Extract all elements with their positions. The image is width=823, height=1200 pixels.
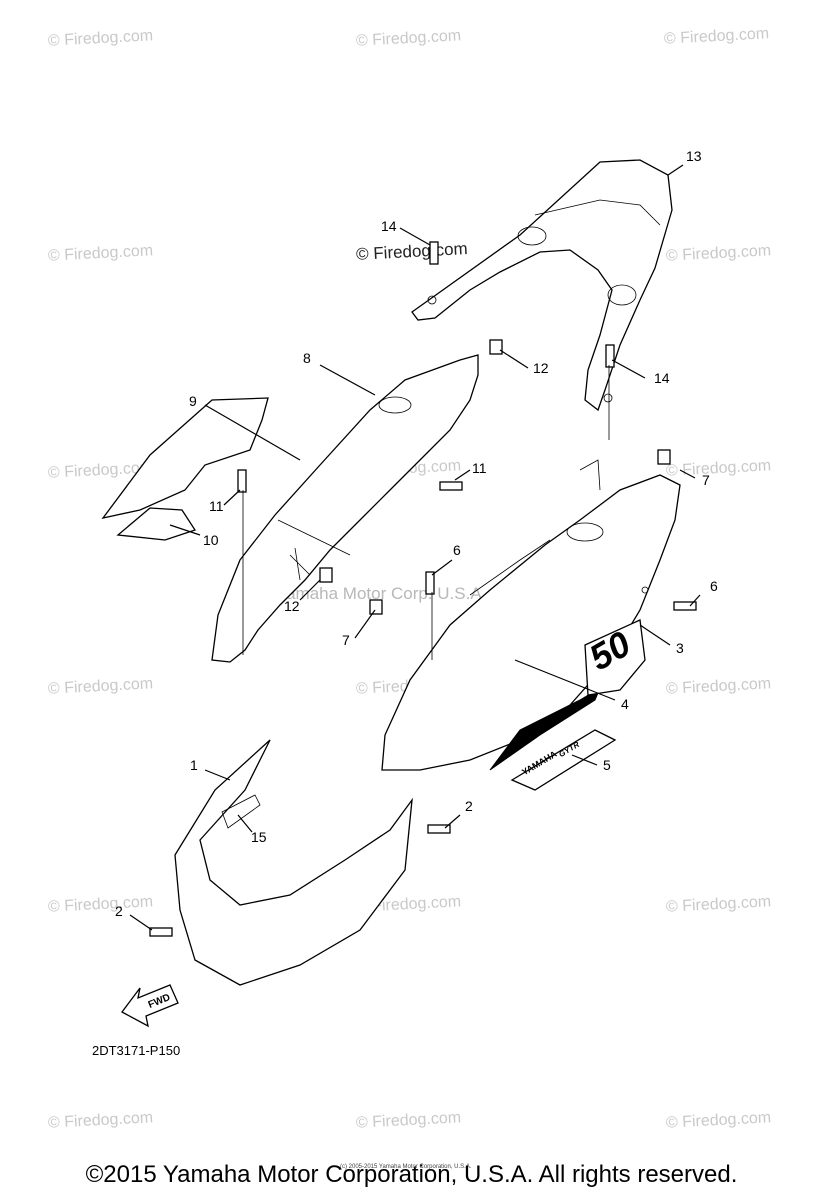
- callout-9: 9: [189, 393, 197, 409]
- callout-2: 2: [115, 903, 123, 919]
- callout-15: 15: [251, 829, 267, 845]
- callout-10: 10: [203, 532, 219, 548]
- side-cover-upper-part: [211, 354, 479, 663]
- callout-4: 4: [621, 696, 629, 712]
- callout-8: 8: [303, 350, 311, 366]
- diagram-code: 2DT3171-P150: [92, 1043, 181, 1058]
- callout-12: 12: [284, 598, 300, 614]
- callout-7: 7: [702, 472, 710, 488]
- copyright-footer: ©2015 Yamaha Motor Corporation, U.S.A. A…: [85, 1161, 738, 1188]
- callout-11: 11: [209, 498, 224, 514]
- callout-6: 6: [453, 542, 461, 558]
- bws-emblem-part: [489, 619, 646, 771]
- screw-icons: [149, 241, 697, 937]
- side-cover-main-part: [381, 459, 681, 771]
- callout-12: 12: [533, 360, 549, 376]
- gytr-badge-part: [510, 729, 617, 791]
- callout-7: 7: [342, 632, 350, 648]
- callout-2: 2: [465, 798, 473, 814]
- callout-13: 13: [686, 148, 702, 164]
- callout-6: 6: [710, 578, 718, 594]
- lower-cover-part: [174, 739, 413, 986]
- callout-14: 14: [654, 370, 670, 386]
- callout-5: 5: [603, 757, 611, 773]
- fwd-arrow-icon: [121, 984, 179, 1028]
- leader-lines: [129, 164, 701, 931]
- fine-print: (c) 2005-2015 Yamaha Motor Corporation, …: [340, 1164, 472, 1170]
- callout-11: 11: [472, 460, 487, 476]
- side-cover-part-10: [116, 507, 197, 541]
- callout-14: 14: [381, 218, 397, 234]
- callout-3: 3: [676, 640, 684, 656]
- callout-1: 1: [190, 757, 198, 773]
